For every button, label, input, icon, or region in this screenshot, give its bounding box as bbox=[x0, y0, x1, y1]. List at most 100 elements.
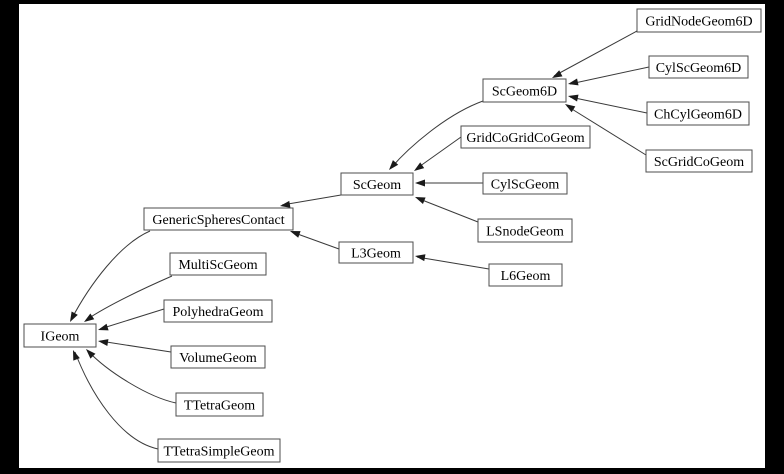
edge-arrowhead-icon bbox=[415, 197, 426, 204]
edge-arrowhead-icon bbox=[565, 104, 576, 113]
edge-line bbox=[70, 230, 151, 321]
node-label-CylScGeom: CylScGeom bbox=[491, 178, 560, 193]
node-label-TTetraGeom: TTetraGeom bbox=[184, 399, 255, 414]
edge-arrowhead-icon bbox=[86, 349, 96, 359]
node-box-TTetraGeom[interactable] bbox=[175, 392, 264, 417]
edge-arrowhead-icon bbox=[568, 94, 579, 102]
edge-arrowhead-icon bbox=[84, 313, 95, 322]
node-box-MultiScGeom[interactable] bbox=[169, 252, 267, 276]
node-L3Geom[interactable]: L3Geom bbox=[338, 241, 414, 264]
node-GridCoGridCoGeom[interactable]: GridCoGridCoGeom bbox=[460, 125, 591, 149]
node-label-TTetraSimpleGeom: TTetraSimpleGeom bbox=[164, 445, 275, 460]
edge-line bbox=[390, 100, 484, 169]
node-box-CylScGeom[interactable] bbox=[482, 172, 568, 195]
node-CylScGeom6D[interactable]: CylScGeom6D bbox=[648, 55, 749, 79]
node-LSnodeGeom[interactable]: LSnodeGeom bbox=[477, 218, 573, 243]
node-ChCylGeom6D[interactable]: ChCylGeom6D bbox=[646, 101, 750, 126]
edge-arrowhead-icon bbox=[415, 254, 426, 262]
edge-line bbox=[85, 275, 173, 321]
edge-arrowhead-icon bbox=[98, 323, 109, 331]
node-box-GridNodeGeom6D[interactable] bbox=[636, 8, 762, 33]
edge-PolyhedraGeom-to-IGeom bbox=[98, 308, 165, 331]
node-box-LSnodeGeom[interactable] bbox=[477, 218, 573, 243]
node-label-PolyhedraGeom: PolyhedraGeom bbox=[173, 305, 264, 320]
edge-MultiScGeom-to-IGeom bbox=[84, 275, 173, 322]
node-box-TTetraSimpleGeom[interactable] bbox=[157, 438, 281, 463]
edge-arrowhead-icon bbox=[98, 339, 109, 347]
edge-GenericSpheresContact-to-IGeom bbox=[70, 230, 151, 322]
edge-line bbox=[99, 308, 165, 330]
edges-layer bbox=[70, 30, 650, 450]
edge-ScGridCoGeom-to-ScGeom6D bbox=[565, 104, 647, 156]
edge-arrowhead-icon bbox=[70, 311, 78, 322]
node-label-ScGeom6D: ScGeom6D bbox=[492, 85, 557, 100]
node-label-GridNodeGeom6D: GridNodeGeom6D bbox=[645, 15, 752, 30]
nodes-layer: IGeom GenericSpheresContactMultiScGeomPol… bbox=[23, 8, 762, 463]
node-ScGeom6D[interactable]: ScGeom6D bbox=[482, 78, 567, 103]
node-IGeom[interactable]: IGeom bbox=[23, 323, 97, 348]
edge-arrowhead-icon bbox=[414, 162, 425, 171]
node-L6Geom[interactable]: L6Geom bbox=[488, 263, 563, 287]
edge-line bbox=[416, 256, 490, 270]
node-label-L3Geom: L3Geom bbox=[351, 247, 401, 262]
edge-LSnodeGeom-to-ScGeom bbox=[415, 197, 479, 223]
node-box-ScGeom[interactable] bbox=[340, 172, 414, 196]
edge-CylScGeom6D-to-ScGeom6D bbox=[568, 66, 650, 86]
node-box-ScGeom6D[interactable] bbox=[482, 78, 567, 103]
node-box-ChCylGeom6D[interactable] bbox=[646, 101, 750, 126]
node-box-L3Geom[interactable] bbox=[338, 241, 414, 264]
node-ScGeom[interactable]: ScGeom bbox=[340, 172, 414, 196]
node-label-MultiScGeom: MultiScGeom bbox=[178, 258, 257, 273]
node-box-IGeom[interactable] bbox=[23, 323, 97, 348]
node-TTetraSimpleGeom[interactable]: TTetraSimpleGeom bbox=[157, 438, 281, 463]
edge-TTetraSimpleGeom-to-IGeom bbox=[73, 350, 159, 450]
node-box-GridCoGridCoGeom[interactable] bbox=[460, 125, 591, 149]
edge-ScGeom-to-GenericSpheresContact bbox=[280, 194, 342, 208]
edge-VolumeGeom-to-IGeom bbox=[98, 339, 172, 353]
edge-line bbox=[569, 66, 650, 85]
node-GridNodeGeom6D[interactable]: GridNodeGeom6D bbox=[636, 8, 762, 33]
edge-CylScGeom-to-ScGeom bbox=[415, 179, 483, 187]
node-label-GridCoGridCoGeom: GridCoGridCoGeom bbox=[466, 131, 584, 146]
node-MultiScGeom[interactable]: MultiScGeom bbox=[169, 252, 267, 276]
edge-line bbox=[416, 197, 479, 223]
node-box-L6Geom[interactable] bbox=[488, 263, 563, 287]
node-box-PolyhedraGeom[interactable] bbox=[163, 299, 273, 323]
edge-line bbox=[87, 350, 177, 404]
node-TTetraGeom[interactable]: TTetraGeom bbox=[175, 392, 264, 417]
node-label-GenericSpheresContact: GenericSpheresContact bbox=[152, 213, 284, 228]
node-ScGridCoGeom[interactable]: ScGridCoGeom bbox=[645, 149, 753, 173]
node-label-IGeom: IGeom bbox=[41, 330, 80, 345]
edge-line bbox=[99, 340, 172, 353]
node-PolyhedraGeom[interactable]: PolyhedraGeom bbox=[163, 299, 273, 323]
node-label-L6Geom: L6Geom bbox=[501, 269, 551, 284]
edge-line bbox=[569, 96, 648, 114]
edge-ScGeom6D-to-ScGeom bbox=[389, 100, 484, 170]
edge-arrowhead-icon bbox=[415, 179, 425, 187]
edge-L6Geom-to-L3Geom bbox=[415, 254, 490, 270]
node-label-ScGridCoGeom: ScGridCoGeom bbox=[654, 155, 744, 170]
edge-GridCoGridCoGeom-to-ScGeom bbox=[414, 136, 462, 171]
edge-arrowhead-icon bbox=[73, 350, 80, 361]
node-label-CylScGeom6D: CylScGeom6D bbox=[656, 61, 742, 76]
edge-GridNodeGeom6D-to-ScGeom6D bbox=[552, 30, 638, 78]
node-CylScGeom[interactable]: CylScGeom bbox=[482, 172, 568, 195]
edge-arrowhead-icon bbox=[389, 160, 399, 170]
edge-line bbox=[74, 351, 159, 450]
node-VolumeGeom[interactable]: VolumeGeom bbox=[170, 345, 266, 369]
node-label-LSnodeGeom: LSnodeGeom bbox=[486, 225, 564, 240]
node-box-ScGridCoGeom[interactable] bbox=[645, 149, 753, 173]
edge-arrowhead-icon bbox=[568, 78, 579, 86]
edge-arrowhead-icon bbox=[552, 70, 563, 78]
node-label-ScGeom: ScGeom bbox=[353, 178, 401, 193]
node-label-ChCylGeom6D: ChCylGeom6D bbox=[654, 108, 742, 123]
node-box-CylScGeom6D[interactable] bbox=[648, 55, 749, 79]
node-box-VolumeGeom[interactable] bbox=[170, 345, 266, 369]
node-box-GenericSpheresContact[interactable] bbox=[143, 207, 294, 231]
edge-line bbox=[553, 30, 638, 77]
node-GenericSpheresContact[interactable]: GenericSpheresContact bbox=[143, 207, 294, 231]
edge-line bbox=[291, 231, 340, 250]
edge-line bbox=[415, 136, 462, 170]
